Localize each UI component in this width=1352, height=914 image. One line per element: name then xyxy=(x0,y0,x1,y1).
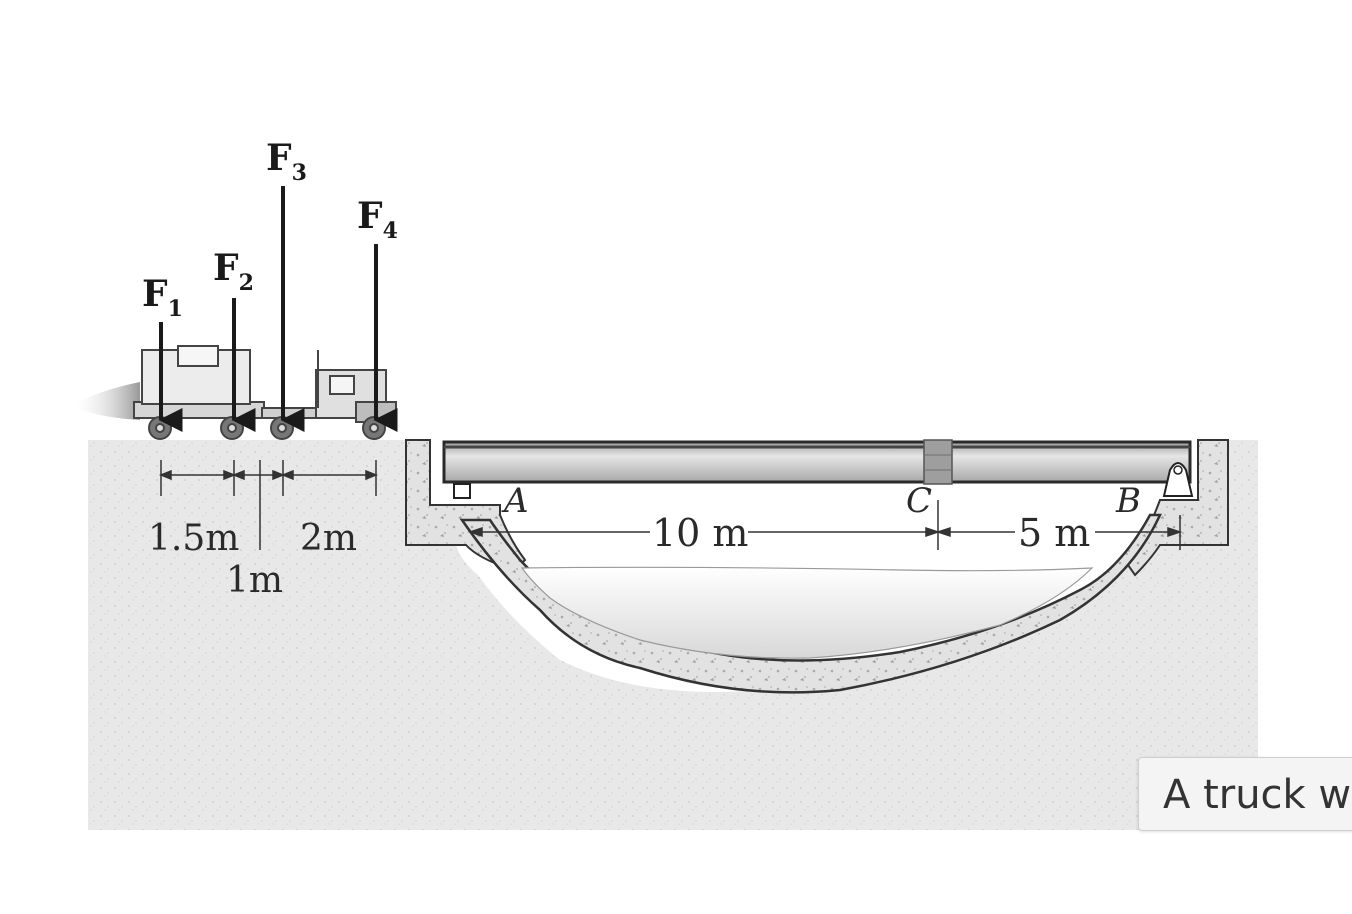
tooltip: A truck w xyxy=(1138,757,1352,831)
truck xyxy=(133,345,397,440)
bridge-beam xyxy=(442,440,1192,484)
point-label-c: C xyxy=(906,481,932,521)
water xyxy=(520,566,1094,659)
tooltip-text: A truck w xyxy=(1163,772,1352,818)
support-b xyxy=(1162,462,1194,497)
dimension-1-5m: 1.5m xyxy=(148,518,239,559)
dimension-1m: 1m xyxy=(226,560,283,601)
ground xyxy=(88,440,1258,830)
hinge-c xyxy=(923,439,953,485)
force-arrows xyxy=(158,186,398,432)
force-label-f3: F3 xyxy=(266,137,307,186)
force-label-f1: F1 xyxy=(142,273,183,322)
motion-blur xyxy=(70,382,140,420)
force-label-f4: F4 xyxy=(357,195,398,244)
point-label-a: A xyxy=(501,481,529,521)
right-abutment xyxy=(1126,439,1229,577)
axle-dimensions xyxy=(158,460,379,550)
span-label-5m: 5 m xyxy=(1018,511,1090,555)
force-label-f2: F2 xyxy=(213,247,254,296)
span-dimensions xyxy=(467,500,1183,550)
point-label-b: B xyxy=(1115,481,1141,521)
span-label-10m: 10 m xyxy=(652,511,748,555)
dimension-2m: 2m xyxy=(300,518,357,559)
support-a xyxy=(453,483,471,499)
